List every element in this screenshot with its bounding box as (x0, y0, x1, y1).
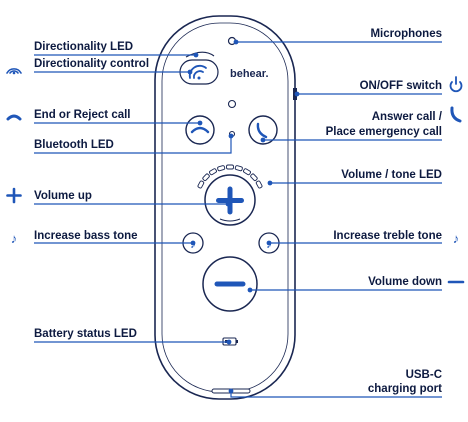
answer-call-side-icon (450, 106, 462, 123)
leader-lines (34, 41, 442, 398)
label-end-reject-call: End or Reject call (34, 109, 131, 121)
volume-led-segment (217, 165, 226, 172)
answer-call-button-icon (256, 122, 268, 139)
directionality-side-icon (6, 68, 22, 75)
status-led-ring (227, 99, 237, 109)
leader-bluetooth (34, 136, 232, 154)
label-answer-call-2: Place emergency call (325, 126, 442, 138)
label-volume-up: Volume up (34, 190, 92, 202)
volume-tone-led-arc (197, 164, 263, 189)
label-on-off-switch: ON/OFF switch (359, 80, 442, 92)
label-volume-down: Volume down (368, 276, 442, 288)
leader-dots (187, 39, 300, 394)
label-microphones: Microphones (370, 28, 442, 40)
label-volume-tone-led: Volume / tone LED (341, 169, 442, 181)
label-usb-c-1: USB-C (405, 369, 442, 381)
volume-led-segment (209, 168, 217, 176)
plus-side-icon (6, 187, 22, 204)
label-directionality-control: Directionality control (34, 58, 150, 70)
volume-led-segment (202, 173, 210, 182)
power-side-icon (449, 76, 463, 93)
volume-led-segment (243, 168, 251, 176)
end-call-button-icon (190, 126, 210, 134)
answer-call-button (248, 115, 278, 145)
label-increase-treble-tone: Increase treble tone (333, 230, 442, 242)
battery-led-tip (236, 340, 238, 343)
volume-led-segment (226, 164, 234, 170)
label-directionality-led: Directionality LED (34, 41, 134, 53)
label-bluetooth-led: Bluetooth LED (34, 139, 114, 151)
label-battery-status-led: Battery status LED (34, 328, 137, 340)
label-answer-call-1: Answer call / (371, 111, 442, 123)
directionality-led-arc (185, 51, 215, 58)
label-usb-c-2: charging port (367, 383, 442, 395)
label-increase-bass-tone: Increase bass tone (34, 230, 138, 242)
brand-logo: behear. (230, 68, 269, 80)
volume-up-underline (219, 218, 241, 222)
volume-led-segment (255, 180, 263, 189)
bass-side-icon: ♪ (11, 231, 18, 246)
volume-up-plus-icon (216, 186, 244, 215)
volume-led-segment (234, 165, 243, 172)
directionality-control-icon (188, 64, 207, 80)
volume-led-segment (250, 173, 258, 182)
end-call-button (185, 115, 215, 145)
volume-led-segment (197, 180, 205, 189)
treble-side-icon: ♪ (453, 231, 460, 246)
end-call-side-icon (6, 114, 22, 121)
